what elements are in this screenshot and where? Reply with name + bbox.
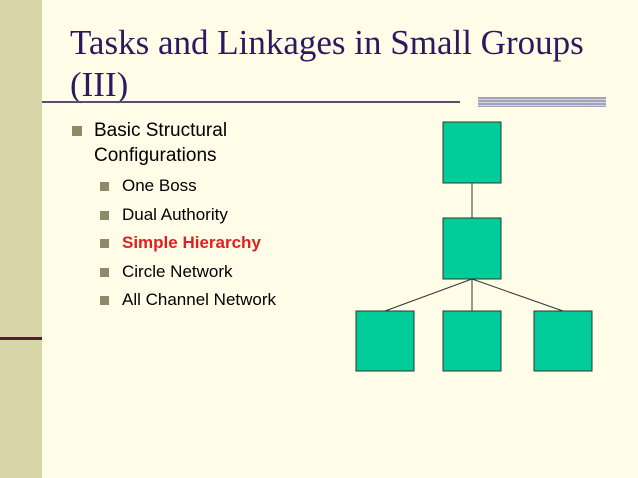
square-bullet-icon (72, 126, 82, 136)
bullet-list: Basic Structural Configurations One Boss… (72, 118, 342, 315)
square-bullet-icon (100, 210, 109, 220)
left-accent-band (0, 0, 42, 478)
edge-middle-left (384, 278, 473, 312)
node-top (442, 121, 502, 184)
node-bottom-center (442, 310, 502, 372)
sub-bullet-one-boss: One Boss (100, 172, 342, 201)
bullet-main-text: Basic Structural Configurations (94, 120, 228, 166)
sub-bullet-dual-authority: Dual Authority (100, 201, 342, 230)
sub-bullet-list: One Boss Dual Authority Simple Hierarchy… (72, 172, 342, 315)
sub-bullet-circle-network: Circle Network (100, 258, 342, 287)
square-bullet-icon (100, 239, 109, 248)
square-bullet-icon (100, 296, 109, 305)
node-bottom-left (355, 310, 415, 372)
node-middle (442, 217, 502, 280)
title-rule-accent (478, 97, 606, 107)
sub-bullet-text: Simple Hierarchy (122, 233, 261, 252)
edge-middle-right (471, 278, 564, 312)
bullet-main: Basic Structural Configurations (72, 118, 342, 168)
node-bottom-right (533, 310, 593, 372)
title-underline (42, 101, 460, 103)
sub-bullet-text: All Channel Network (122, 290, 277, 309)
sub-bullet-text: Circle Network (122, 261, 233, 281)
slide-title: Tasks and Linkages in Small Groups (III) (70, 23, 584, 104)
sub-bullet-text: Dual Authority (122, 204, 228, 224)
sub-bullet-text: One Boss (122, 176, 197, 195)
sub-bullet-simple-hierarchy: Simple Hierarchy (100, 229, 342, 258)
sub-bullet-all-channel-network: All Channel Network (100, 286, 342, 315)
square-bullet-icon (100, 182, 109, 191)
left-band-marker (0, 337, 42, 340)
square-bullet-icon (100, 267, 109, 277)
